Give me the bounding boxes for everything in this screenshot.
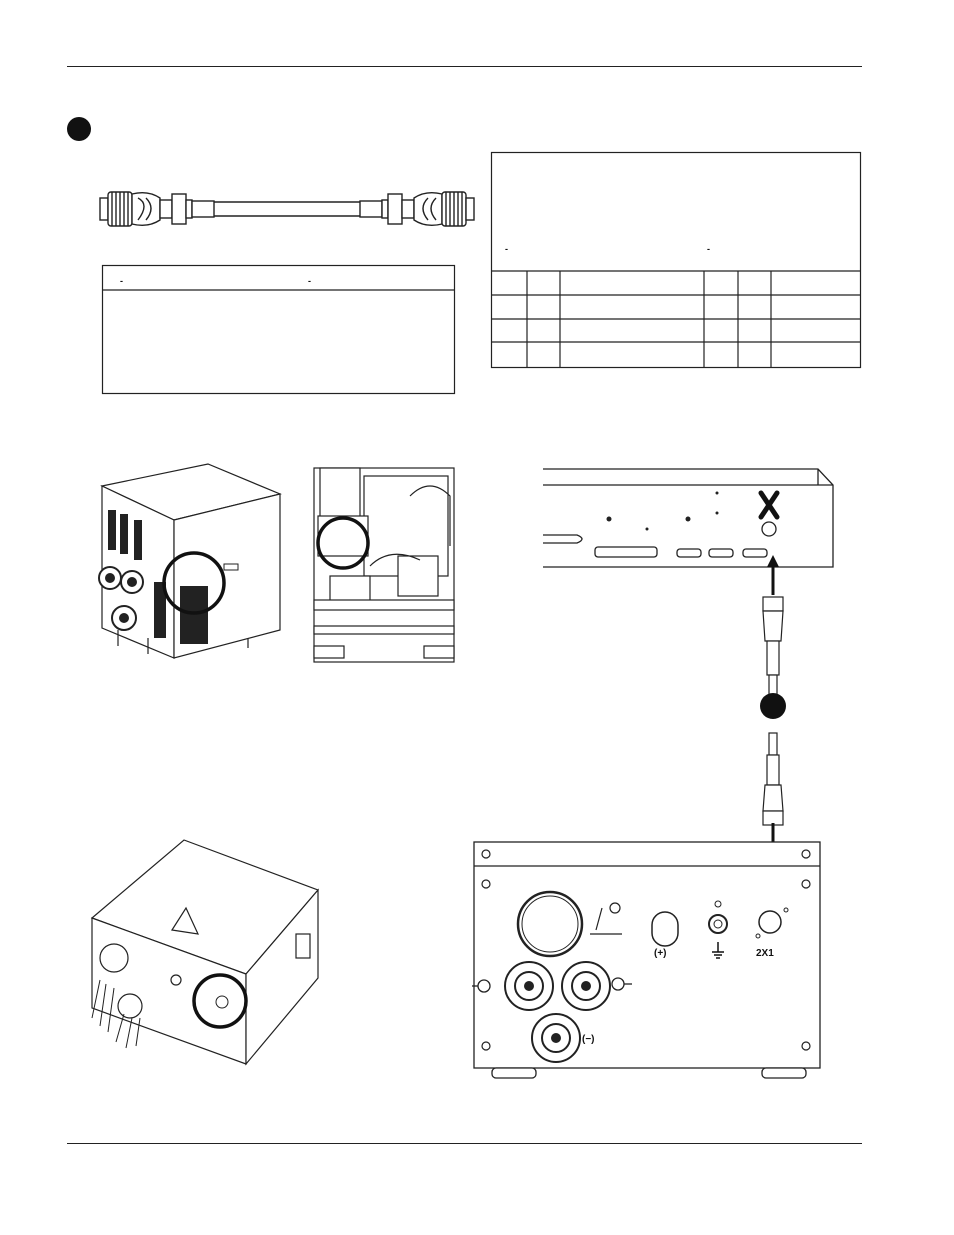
do-not-use-x-icon — [758, 490, 780, 520]
header-rule — [67, 66, 862, 67]
power-supply-rear-view — [98, 463, 282, 659]
callout-circle — [192, 973, 248, 1029]
callout-circle — [316, 516, 370, 570]
length-table: - - — [490, 151, 862, 369]
ground-icon — [712, 942, 724, 959]
cable-part-table: - - — [101, 264, 456, 395]
controller-rear-panel — [543, 468, 834, 568]
length-table-header-dash-2: - — [707, 244, 710, 254]
work-lead-minus-label: (−) — [582, 1034, 595, 1045]
length-table-header-dash-1: - — [505, 244, 508, 254]
receptacle-label: 2X1 — [756, 948, 774, 959]
plus-terminal-label: (+) — [654, 948, 667, 959]
gas-console-front-panel: (+) 2X1 (−) — [472, 841, 821, 1079]
cable-drawing — [99, 191, 475, 227]
cable-table-header-dash-2: - — [308, 276, 311, 286]
gas-console-view — [90, 839, 320, 1066]
power-supply-internal-view — [313, 467, 455, 663]
item-bullet-icon — [67, 117, 91, 141]
callout-circle — [162, 551, 226, 615]
connection-arrow-icon — [767, 555, 779, 595]
footer-rule — [67, 1143, 862, 1144]
cable-callout-icon — [760, 693, 786, 719]
cable-table-header-dash-1: - — [120, 276, 123, 286]
